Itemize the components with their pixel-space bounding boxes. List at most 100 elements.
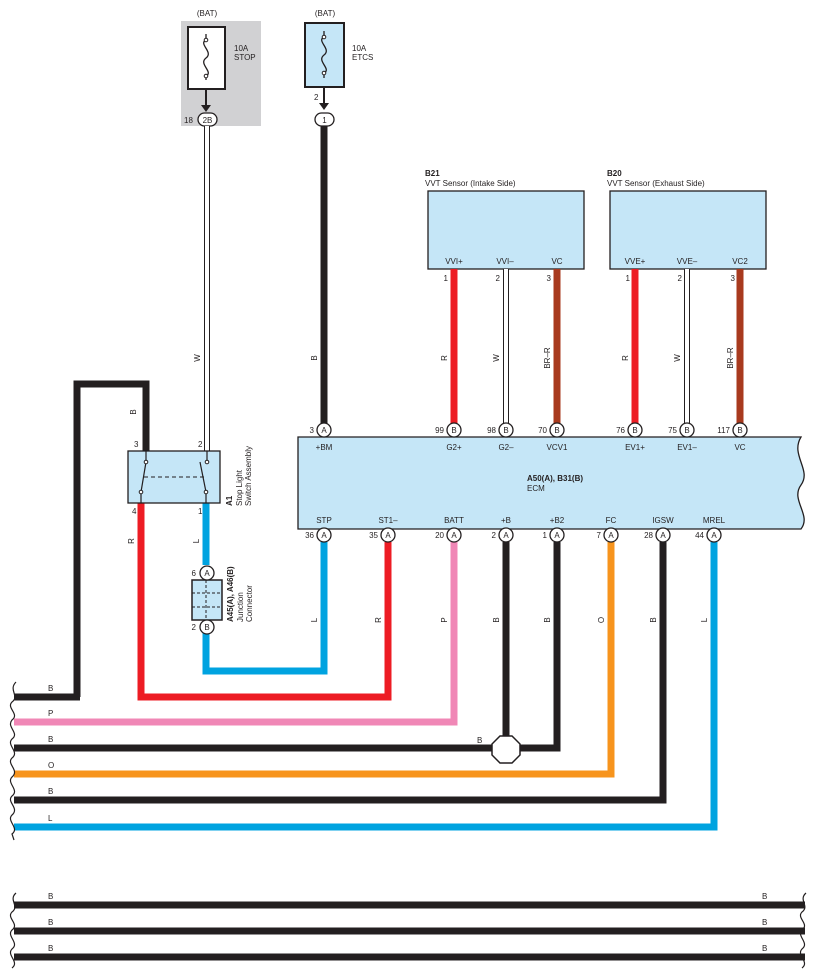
bottom-right-break-mark — [799, 892, 807, 969]
bus-label-3: B — [48, 735, 53, 744]
ecm-bottom-pin-3-conn-label: A — [503, 531, 509, 540]
switch-name-line2: Switch Assembly — [244, 446, 253, 506]
ecm-top-pin-5-conn-label: B — [684, 426, 689, 435]
ecm-top-pin-0-name: +BM — [316, 443, 333, 452]
wire-b-plusb2 — [506, 542, 561, 752]
switch-contact-left-icon — [140, 461, 147, 493]
ecm-bottom-pin-7-name: MREL — [703, 516, 726, 525]
wire-label-switch-3: B — [129, 409, 138, 414]
ecm-bottom-pin-5-name: FC — [606, 516, 617, 525]
b20-title: VVT Sensor (Exhaust Side) — [607, 179, 705, 188]
ecm-top-pin-0-conn-label: A — [321, 426, 327, 435]
b20-sensor-group: B20 VVT Sensor (Exhaust Side) VVE+ VVE– … — [607, 169, 767, 283]
sensor-wires: R W BR–R R W BR–R — [440, 269, 744, 425]
wire-o-fc — [14, 542, 615, 778]
wire-r-vve-plus-label: R — [621, 355, 630, 361]
ecm-output-wires: B L R P B B O B L B R L — [14, 380, 718, 831]
ecm-bottom-pin-2-name: BATT — [444, 516, 464, 525]
ecm-bottom-pin-6-connector — [655, 527, 671, 543]
junction-top-conn-label: A — [204, 569, 210, 578]
stop-fuse-group: (BAT) 10A STOP 18 2B — [181, 9, 261, 127]
wire-brr-vc2-label: BR–R — [726, 347, 735, 369]
switch-pin-1: 1 — [198, 507, 203, 516]
stop-fuse-conn-label: 2B — [203, 116, 213, 125]
etcs-fuse-group: (BAT) 10A ETCS 2 1 — [304, 9, 373, 127]
ecm-bottom-pin-0-name: STP — [316, 516, 332, 525]
b20-pin-3-num: 3 — [731, 274, 736, 283]
b21-pin-2-name: VVI– — [496, 257, 514, 266]
etcs-fuse-name: ETCS — [352, 53, 373, 62]
bottom-bus-1-right: B — [762, 892, 767, 901]
wire-label-st1: R — [374, 617, 383, 623]
bottom-buses: B B B B B B — [9, 892, 807, 969]
ecm-top-pin-0-num: 3 — [310, 426, 315, 435]
ecm-bottom-pin-0-conn-label: A — [321, 531, 327, 540]
ecm-top-pin-6-num: 117 — [717, 426, 730, 435]
wire-label-plusb2: B — [543, 617, 552, 622]
switch-code: A1 — [225, 495, 234, 506]
bottom-left-break-mark — [9, 892, 17, 969]
junction-name-line1: Junction — [236, 592, 245, 622]
junction-bottom-connector — [199, 619, 215, 635]
ecm-top-pin-5-name: EV1– — [677, 443, 697, 452]
junction-joint-icon — [491, 735, 521, 764]
wire-label-switch-1: L — [192, 538, 201, 543]
b21-pin-1-name: VVI+ — [445, 257, 463, 266]
ecm-top-pin-2-num: 98 — [487, 426, 496, 435]
ecm-bottom-pin-6-conn-label: A — [660, 531, 666, 540]
wire-w-vvi-minus-label: W — [492, 354, 501, 362]
wire-label-fc: O — [597, 617, 606, 623]
ecm-bottom-pin-2-connector — [446, 527, 462, 543]
ecm-top-pin-3-connector — [549, 422, 565, 438]
ecm-bottom-pin-4-num: 1 — [543, 531, 548, 540]
etcs-fuse-symbol-icon — [321, 31, 327, 78]
wire-label-stp: L — [310, 617, 319, 622]
junction-top-pin: 6 — [192, 569, 197, 578]
ecm-bottom-pin-5-num: 7 — [597, 531, 602, 540]
ecm-name: ECM — [527, 484, 545, 493]
ecm-bottom-pin-1-conn-label: A — [385, 531, 391, 540]
b21-pin-3-name: VC — [551, 257, 562, 266]
b20-pin-2-name: VVE– — [677, 257, 698, 266]
switch-pin-3: 3 — [134, 440, 139, 449]
ecm-top-pin-2-connector — [498, 422, 514, 438]
wire-b-igsw — [14, 542, 667, 804]
wire-label-igsw: B — [649, 617, 658, 622]
ecm-top-pin-6-name: VC — [734, 443, 745, 452]
b21-pin-2-num: 2 — [496, 274, 501, 283]
ecm-bottom-pin-3-num: 2 — [492, 531, 497, 540]
ecm-top-pin-1-name: G2+ — [446, 443, 462, 452]
bus-label-2: P — [48, 709, 53, 718]
wire-p-batt — [14, 542, 458, 726]
ecm-top-pin-5-connector — [679, 422, 695, 438]
ecm-top-pin-2-name: G2– — [498, 443, 514, 452]
wire-r-st1 — [137, 503, 392, 701]
bottom-bus-2-left: B — [48, 918, 53, 927]
ecm-bottom-pin-6-num: 28 — [644, 531, 653, 540]
ecm-bottom-pin-2-conn-label: A — [451, 531, 457, 540]
ecm-top-pin-3-name: VCV1 — [547, 443, 568, 452]
ecm-bottom-pin-1-connector — [380, 527, 396, 543]
ecm-bottom-pin-7-connector — [706, 527, 722, 543]
ecm-bottom-pin-1-num: 35 — [369, 531, 378, 540]
stop-fuse-arrow-icon — [201, 105, 211, 112]
ecm-bottom-pin-5-connector — [603, 527, 619, 543]
ecm-bottom-pin-6-name: IGSW — [652, 516, 674, 525]
stop-fuse-amp: 10A — [234, 44, 249, 53]
ecm-bottom-pins: A36STPA35ST1–A20BATTA2+BA1+B2A7FCA28IGSW… — [305, 516, 726, 543]
stop-fuse-conn-pin: 18 — [184, 116, 193, 125]
wire-label-plusb: B — [492, 617, 501, 622]
wire-label-switch-4: R — [127, 538, 136, 544]
b20-pin-2-num: 2 — [678, 274, 683, 283]
b21-title: VVT Sensor (Intake Side) — [425, 179, 516, 188]
etcs-fuse-amp: 10A — [352, 44, 367, 53]
left-bus-labels: B P B O B L — [9, 681, 54, 841]
ecm-bottom-pin-5-conn-label: A — [608, 531, 614, 540]
b21-sensor-group: B21 VVT Sensor (Intake Side) VVI+ VVI– V… — [425, 169, 585, 283]
ecm-top-pin-3-conn-label: B — [554, 426, 559, 435]
ecm-bottom-pin-2-num: 20 — [435, 531, 444, 540]
junction-connector-box — [191, 579, 223, 621]
ecm-box — [297, 436, 805, 530]
ecm-bottom-pin-4-connector — [549, 527, 565, 543]
